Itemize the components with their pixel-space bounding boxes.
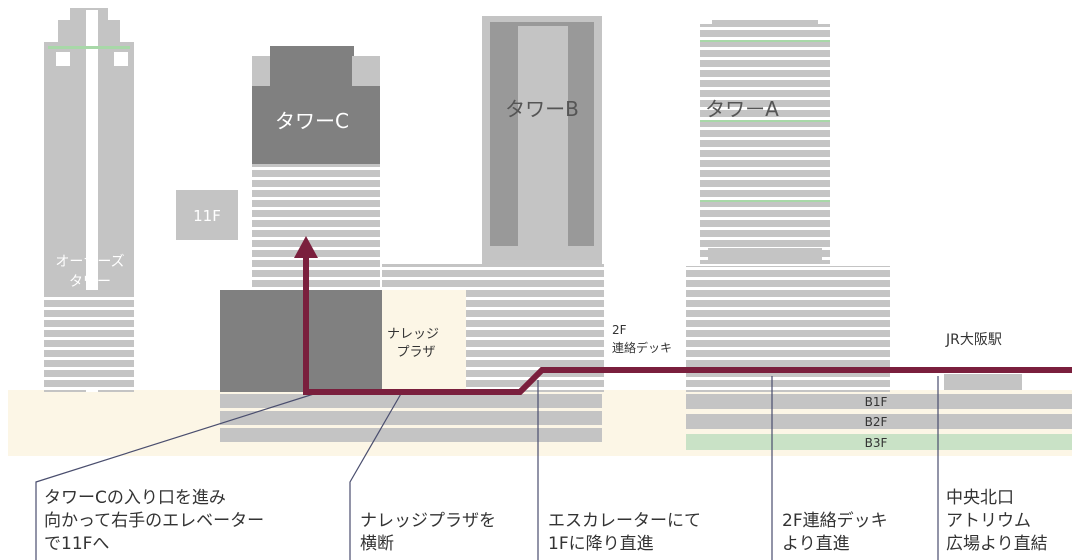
caption-2-line-1: ナレッジプラザを — [360, 511, 496, 531]
floor-11f-label: 11F — [193, 207, 221, 225]
jr-osaka-label: JR大阪駅 — [945, 332, 1002, 348]
floor-11f-tag — [176, 190, 238, 240]
route-arrowhead — [294, 236, 318, 258]
owners-tower-label-1: オーナーズ — [55, 254, 124, 270]
caption-3-line-2: 1Fに降り直進 — [548, 534, 654, 554]
tower-c: タワーC — [220, 46, 382, 392]
caption-4-line-2: より直進 — [782, 534, 850, 554]
caption-5-line-3: 広場より直結 — [946, 534, 1048, 554]
tower-c-label: タワーC — [275, 109, 349, 133]
knowledge-plaza-label-1: ナレッジ — [387, 327, 439, 342]
caption-1-line-3: で11Fへ — [44, 534, 109, 554]
owners-tower-label-2: タワー — [69, 274, 111, 290]
b2f-label: B2F — [865, 415, 888, 429]
tower-a: タワーA — [686, 18, 890, 392]
route-path — [303, 258, 1072, 395]
caption-5-line-1: 中央北口 — [946, 488, 1014, 508]
b3f-label: B3F — [865, 436, 888, 450]
basement-levels: B1F B2F B3F — [220, 394, 1072, 450]
owners-tower: オーナーズ タワー — [44, 8, 134, 392]
caption-1-line-2: 向かって右手のエレベーター — [44, 511, 264, 531]
caption-1-line-1: タワーCの入り口を進み — [44, 488, 226, 508]
jr-osaka-building — [944, 374, 1022, 390]
knowledge-plaza-label-2: プラザ — [396, 345, 435, 360]
caption-5-line-2: アトリウム — [946, 511, 1031, 531]
deck-label-1: 2F — [612, 323, 627, 337]
b1f-label: B1F — [865, 395, 888, 409]
caption-4-line-1: 2F連絡デッキ — [782, 510, 888, 531]
captions: タワーCの入り口を進み 向かって右手のエレベーター で11Fへ ナレッジプラザを… — [44, 488, 1048, 554]
deck-label-2: 連絡デッキ — [612, 340, 672, 355]
tower-b: タワーB — [482, 16, 602, 264]
caption-2-line-2: 横断 — [360, 534, 394, 554]
knowledge-plaza: ナレッジ プラザ — [382, 290, 466, 390]
caption-3-line-1: エスカレーターにて — [548, 511, 701, 531]
tower-a-label: タワーA — [705, 97, 779, 121]
leader-lines — [35, 376, 939, 560]
tower-b-label: タワーB — [505, 97, 579, 121]
